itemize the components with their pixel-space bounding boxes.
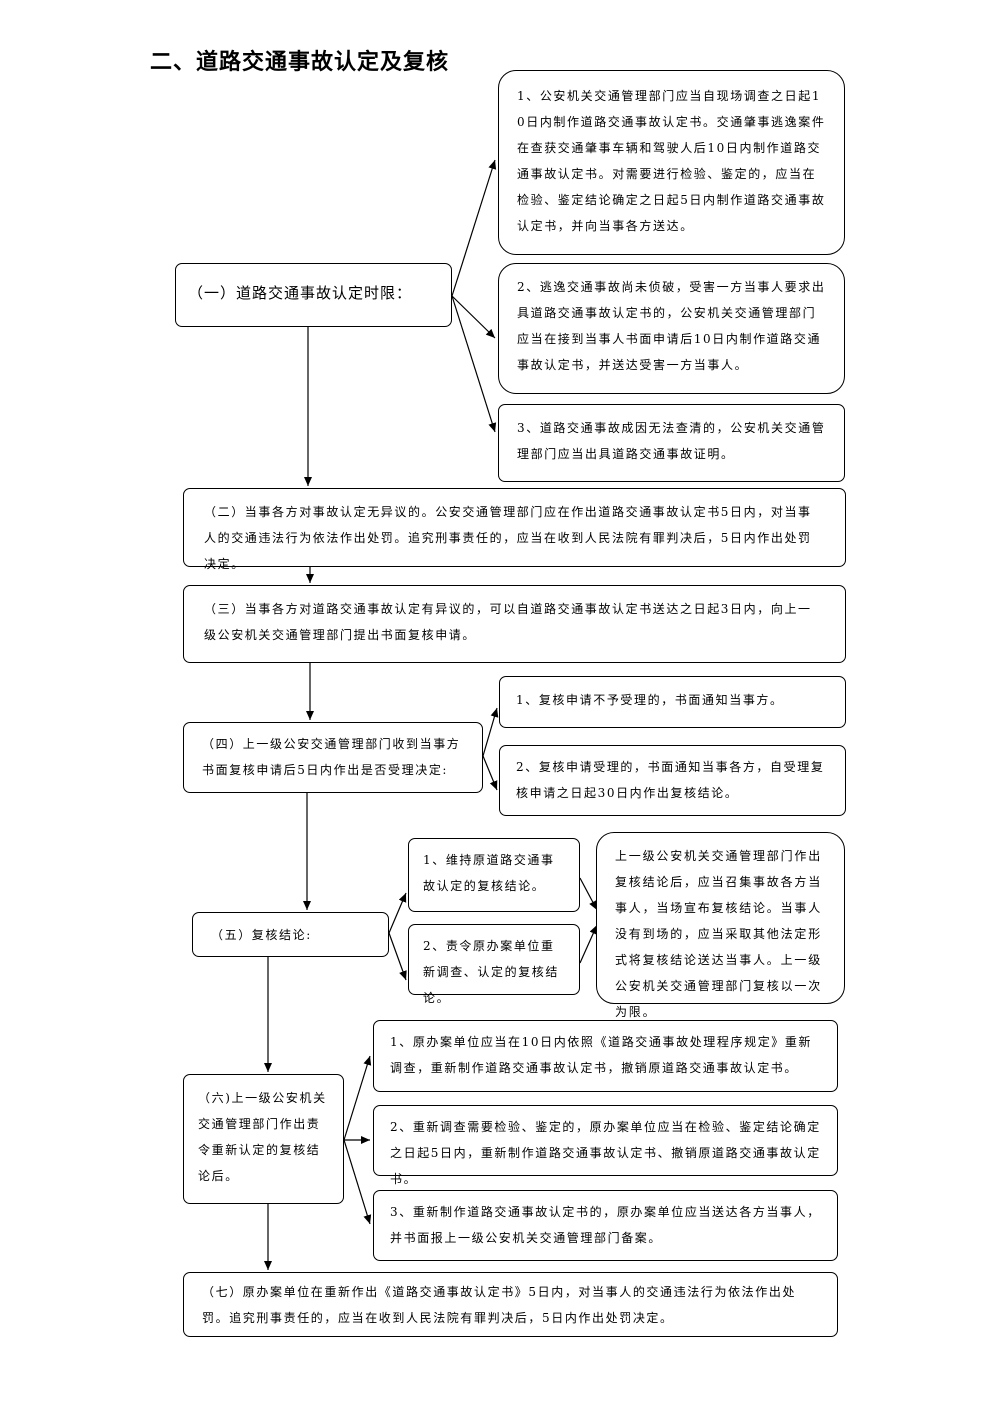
step-4-item-1: 1、复核申请不予受理的，书面通知当事方。 — [499, 676, 846, 728]
arrow-s5item2-to-note — [579, 924, 598, 964]
step-5-item-1: 1、维持原道路交通事故认定的复核结论。 — [408, 838, 580, 912]
arrow-s1-to-item2 — [451, 295, 496, 339]
arrow-s6-to-item1 — [343, 1055, 372, 1141]
arrow-s4-to-item2 — [482, 755, 498, 791]
step-6-box: （六)上一级公安机关交通管理部门作出责令重新认定的复核结论后。 — [183, 1074, 344, 1204]
step-1-item-1: 1、公安机关交通管理部门应当自现场调查之日起10日内制作道路交通事故认定书。交通… — [498, 70, 845, 255]
page-title: 二、道路交通事故认定及复核 — [150, 50, 450, 75]
arrow-s5item1-to-note — [579, 877, 598, 911]
step-6-item-1: 1、原办案单位应当在10日内依照《道路交通事故处理程序规定》重新调查，重新制作道… — [373, 1020, 838, 1092]
step-6-item-2: 2、重新调查需要检验、鉴定的，原办案单位应当在检验、鉴定结论确定之日起5日内，重… — [373, 1105, 838, 1186]
step-1-item-2: 2、逃逸交通事故尚未侦破，受害一方当事人要求出具道路交通事故认定书的，公安机关交… — [498, 263, 845, 394]
step-6-item-3: 3、重新制作道路交通事故认定书的，原办案单位应当送达各方当事人，并书面报上一级公… — [373, 1190, 838, 1261]
arrow-s5-to-item1 — [388, 892, 407, 934]
step-4-box: （四）上一级公安交通管理部门收到当事方书面复核申请后5日内作出是否受理决定: — [183, 722, 483, 793]
arrow-s1-to-item3 — [451, 295, 497, 433]
arrow-s1-to-item1 — [451, 159, 497, 297]
arrow-s5-to-item2 — [388, 932, 407, 981]
step-3-box: （三）当事各方对道路交通事故认定有异议的，可以自道路交通事故认定书送达之日起3日… — [183, 585, 846, 663]
step-4-item-2: 2、复核申请受理的，书面通知当事各方，自受理复核申请之日起30日内作出复核结论。 — [499, 745, 846, 816]
step-1-box: （一）道路交通事故认定时限： — [175, 263, 452, 327]
step-5-item-2: 2、责令原办案单位重新调查、认定的复核结论。 — [408, 924, 580, 1005]
arrow-s6-to-item3 — [343, 1139, 372, 1225]
step-2-box: （二）当事各方对事故认定无异议的。公安交通管理部门应在作出道路交通事故认定书5日… — [183, 488, 846, 571]
step-5-note: 上一级公安机关交通管理部门作出复核结论后，应当召集事故各方当事人，当场宣布复核结… — [596, 832, 845, 1019]
step-1-item-3: 3、道路交通事故成因无法查清的，公安机关交通管理部门应当出具道路交通事故证明。 — [498, 404, 845, 482]
arrow-s4-to-item1 — [482, 707, 499, 757]
step-7-box: （七）原办案单位在重新作出《道路交通事故认定书》5日内，对当事人的交通违法行为依… — [183, 1272, 838, 1337]
step-5-box: （五）复核结论: — [192, 912, 389, 957]
